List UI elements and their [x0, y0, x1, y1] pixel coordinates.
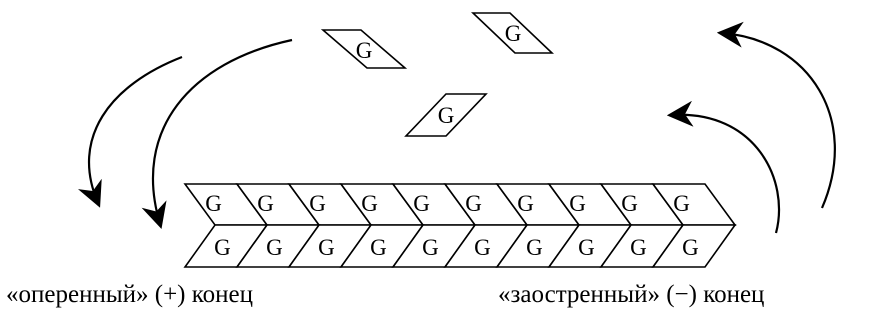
monomer-label: G — [356, 38, 373, 63]
subunit-label: G — [309, 191, 326, 216]
subunit-label: G — [465, 191, 482, 216]
subunit-label: G — [474, 235, 491, 260]
arrows — [77, 21, 836, 234]
subunit-label: G — [370, 235, 387, 260]
filament-subunit: G — [183, 183, 269, 226]
filament-subunit: G — [443, 183, 529, 226]
subunit-label: G — [266, 235, 283, 260]
monomer-label: G — [438, 103, 455, 128]
monomer-label: G — [505, 21, 522, 46]
subunit-label: G — [621, 191, 638, 216]
free-monomer: G — [320, 29, 408, 69]
subunit-label: G — [578, 235, 595, 260]
subunit-label: G — [257, 191, 274, 216]
subunit-label: G — [214, 235, 231, 260]
free-monomer: G — [471, 12, 554, 54]
free-monomers: G G G — [320, 12, 554, 137]
subunit-label: G — [569, 191, 586, 216]
subunit-label: G — [673, 191, 690, 216]
arrow-right-outer — [716, 21, 836, 209]
subunit-label: G — [682, 235, 699, 260]
filament-subunit: G — [651, 224, 737, 268]
arrow-right-inner — [666, 100, 781, 234]
subunit-label: G — [318, 235, 335, 260]
subunit-label: G — [413, 191, 430, 216]
filament-subunit: G — [339, 224, 425, 268]
subunit-label: G — [361, 191, 378, 216]
filament-subunit: G — [287, 224, 373, 268]
filament-subunit: G — [183, 224, 269, 268]
free-monomer: G — [404, 93, 488, 137]
minus-end-label: «заостренный» (−) конец — [498, 281, 765, 308]
subunit-label: G — [630, 235, 647, 260]
subunit-label: G — [526, 235, 543, 260]
subunit-label: G — [422, 235, 439, 260]
filament-subunit: G — [599, 224, 685, 268]
arrow-left-inner — [141, 38, 293, 229]
arrow-left-outer — [77, 55, 183, 208]
filament-subunit: G — [599, 183, 685, 226]
subunit-label: G — [517, 191, 534, 216]
filament-subunit: G — [391, 183, 477, 226]
subunit-label: G — [205, 191, 222, 216]
filament-subunit: G — [339, 183, 425, 226]
plus-end-label: «оперенный» (+) конец — [6, 281, 253, 308]
filament-subunit: G — [443, 224, 529, 268]
